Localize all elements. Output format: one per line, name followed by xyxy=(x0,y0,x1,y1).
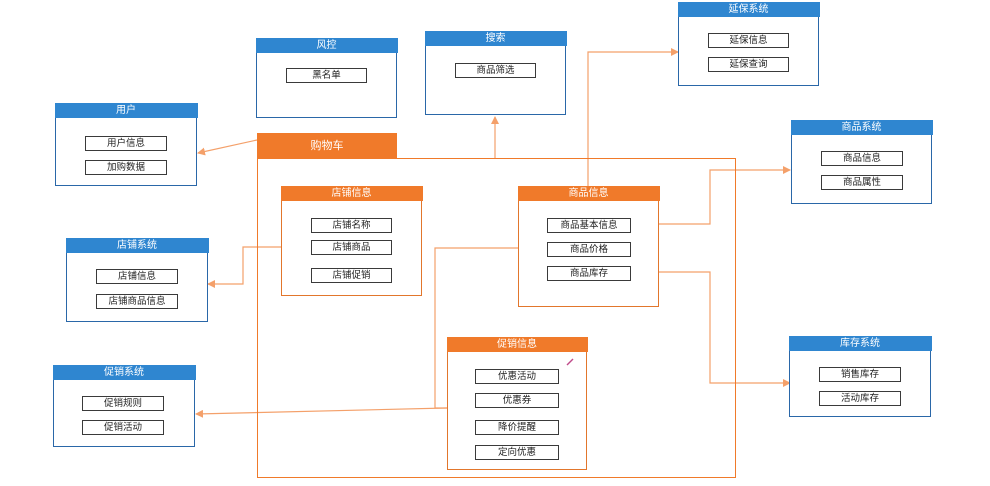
cart-data-item: 加购数据 xyxy=(85,160,167,175)
cart-store-info-box: 店铺信息 店铺名称 店铺商品 店铺促销 xyxy=(280,185,423,296)
cart-store-info-title: 店铺信息 xyxy=(280,185,423,201)
connector-promo-promosys xyxy=(195,407,448,418)
cart-promo-info-title: 促销信息 xyxy=(446,336,588,352)
promo-rule-item: 促销规则 xyxy=(82,396,164,411)
store-system-title: 店铺系统 xyxy=(65,237,209,253)
store-product-item: 店铺商品 xyxy=(311,240,392,255)
product-filter-item: 商品筛选 xyxy=(455,63,536,78)
product-info-item: 商品信息 xyxy=(821,151,903,166)
risk-system-title: 风控 xyxy=(255,37,398,53)
product-base-info-item: 商品基本信息 xyxy=(547,218,631,233)
warranty-query-item: 延保查询 xyxy=(708,57,789,72)
cart-container xyxy=(257,158,736,478)
targeted-discount-item: 定向优惠 xyxy=(475,445,559,460)
user-system-title: 用户 xyxy=(54,102,198,118)
coupon-item: 优惠券 xyxy=(475,393,559,408)
sales-stock-item: 销售库存 xyxy=(819,367,901,382)
warranty-system-title: 延保系统 xyxy=(677,1,820,17)
product-stock-item: 商品库存 xyxy=(547,266,631,281)
promo-activity-item: 促销活动 xyxy=(82,420,164,435)
connector-cart-user xyxy=(197,139,258,156)
product-system-title: 商品系统 xyxy=(790,119,933,135)
blacklist-item: 黑名单 xyxy=(286,68,367,83)
promotion-system-box: 促销系统 促销规则 促销活动 xyxy=(52,364,196,447)
cart-title-tab: 购物车 xyxy=(257,133,397,159)
product-system-box: 商品系统 商品信息 商品属性 xyxy=(790,119,933,204)
connector-product-warranty xyxy=(587,48,679,187)
cart-product-info-box: 商品信息 商品基本信息 商品价格 商品库存 xyxy=(517,185,660,307)
store-info-item: 店铺信息 xyxy=(96,269,178,284)
warranty-info-item: 延保信息 xyxy=(708,33,789,48)
user-system-box: 用户 用户信息 加购数据 xyxy=(54,102,198,186)
activity-stock-item: 活动库存 xyxy=(819,391,901,406)
pen-cursor-icon xyxy=(566,358,574,366)
search-system-title: 搜索 xyxy=(424,30,567,46)
warranty-system-box: 延保系统 延保信息 延保查询 xyxy=(677,1,820,86)
user-info-item: 用户信息 xyxy=(85,136,167,151)
promotion-system-title: 促销系统 xyxy=(52,364,196,380)
inventory-system-box: 库存系统 销售库存 活动库存 xyxy=(788,335,932,417)
price-drop-alert-item: 降价提醒 xyxy=(475,420,559,435)
risk-system-box: 风控 黑名单 xyxy=(255,37,398,118)
inventory-system-title: 库存系统 xyxy=(788,335,932,351)
cart-promo-info-box: 促销信息 优惠活动 优惠券 降价提醒 定向优惠 xyxy=(446,336,588,470)
product-attr-item: 商品属性 xyxy=(821,175,903,190)
cart-product-info-title: 商品信息 xyxy=(517,185,660,201)
search-system-box: 搜索 商品筛选 xyxy=(424,30,567,115)
discount-activity-item: 优惠活动 xyxy=(475,369,559,384)
connector-store-storesys xyxy=(207,246,281,288)
connector-stock-inventory xyxy=(630,271,791,387)
store-promo-item: 店铺促销 xyxy=(311,268,392,283)
store-system-box: 店铺系统 店铺信息 店铺商品信息 xyxy=(65,237,209,322)
connector-product-productsys xyxy=(630,166,791,225)
store-name-item: 店铺名称 xyxy=(311,218,392,233)
store-product-info-item: 店铺商品信息 xyxy=(96,294,178,309)
product-price-item: 商品价格 xyxy=(547,242,631,257)
